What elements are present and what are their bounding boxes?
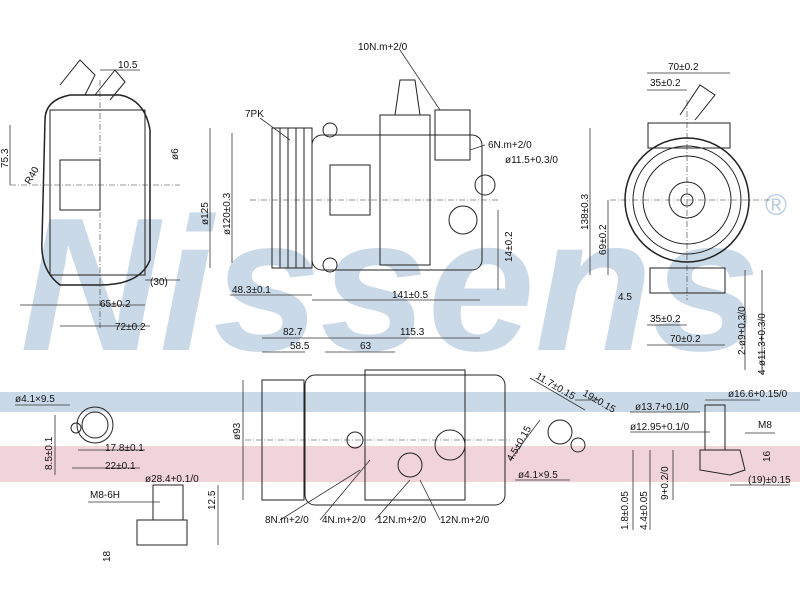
dim-4-phi11: 4-ø11.3+0.3/0 <box>757 313 768 375</box>
dim-65: 65±0.2 <box>100 299 131 310</box>
dim-12-5: 12.5 <box>207 490 218 510</box>
dim-12-95: ø12.95+0.1/0 <box>630 422 690 433</box>
dim-120: ø120±0.3 <box>222 192 233 235</box>
front-view <box>589 72 770 375</box>
torque-12nm-b: 12N.m+2/0 <box>440 515 490 526</box>
dim-82-7: 82.7 <box>283 327 303 338</box>
dim-69: 69±0.2 <box>598 224 609 255</box>
torque-12nm-a: 12N.m+2/0 <box>377 515 427 526</box>
dim-35-top: 35±0.2 <box>650 78 681 89</box>
dim-4-4: 4.4±0.05 <box>639 491 650 530</box>
dim-10-5: 10.5 <box>118 60 138 71</box>
dim-19b: (19)±0.15 <box>748 475 791 486</box>
side-view <box>9 59 180 330</box>
dim-8-5: 8.5±0.1 <box>44 436 55 470</box>
dim-9: 9+0.2/0 <box>660 466 671 500</box>
dim-16: 16 <box>762 450 773 462</box>
dim-1-8: 1.8±0.05 <box>620 491 631 530</box>
dim-phi4-left: ø4.1×9.5 <box>15 394 55 405</box>
dim-2-phi9: 2-ø9+0.3/0 <box>737 306 748 355</box>
torque-6nm: 6N.m+2/0 <box>488 140 532 151</box>
dim-70-top: 70±0.2 <box>668 62 699 73</box>
blue-band <box>0 392 800 412</box>
dim-7pk: 7PK <box>245 109 264 120</box>
flange-detail-left <box>15 404 219 546</box>
dim-18: 18 <box>102 550 113 562</box>
dim-70-bot: 70±0.2 <box>670 334 701 345</box>
dim-93: ø93 <box>232 422 243 440</box>
dim-35-bot: 35±0.2 <box>650 314 681 325</box>
dim-141: 141±0.5 <box>392 290 429 301</box>
bottom-view <box>242 337 510 521</box>
torque-10nm: 10N.m+2/0 <box>358 42 408 53</box>
torque-8nm: 8N.m+2/0 <box>265 515 309 526</box>
registered-mark: ® <box>765 189 787 222</box>
dim-17-8: 17.8±0.1 <box>105 443 144 454</box>
dim-58-5: 58.5 <box>290 341 310 352</box>
dim-28-4: ø28.4+0.1/0 <box>145 474 199 485</box>
dim-phi4-right: ø4.1×9.5 <box>518 470 558 481</box>
dim-22: 22±0.1 <box>105 461 136 472</box>
dim-30: (30) <box>150 277 168 288</box>
dim-phi6: ø6 <box>170 148 181 160</box>
nissens-watermark: Nissens <box>20 179 760 391</box>
main-view <box>209 49 500 301</box>
dim-138: 138±0.3 <box>580 193 591 230</box>
torque-4nm: 4N.m+2/0 <box>322 515 366 526</box>
dim-m8: M8 <box>758 420 772 431</box>
dim-72: 72±0.2 <box>115 322 146 333</box>
pink-band <box>0 446 800 482</box>
dim-115-3: 115.3 <box>400 327 425 338</box>
dim-16-6: ø16.6+0.15/0 <box>728 389 788 400</box>
dim-75-3: 75.3 <box>0 148 11 168</box>
dim-13-7: ø13.7+0.1/0 <box>635 402 689 413</box>
dim-14: 14±0.2 <box>504 231 515 262</box>
dim-4-5: 4.5 <box>618 292 632 303</box>
dim-63: 63 <box>360 341 372 352</box>
flange-detail-right <box>509 377 790 530</box>
dim-m8-6h: M8-6H <box>90 490 120 501</box>
dim-125: ø125 <box>200 202 211 225</box>
dim-11-5: ø11.5+0.3/0 <box>505 155 558 166</box>
dim-48-3: 48.3±0.1 <box>232 285 271 296</box>
